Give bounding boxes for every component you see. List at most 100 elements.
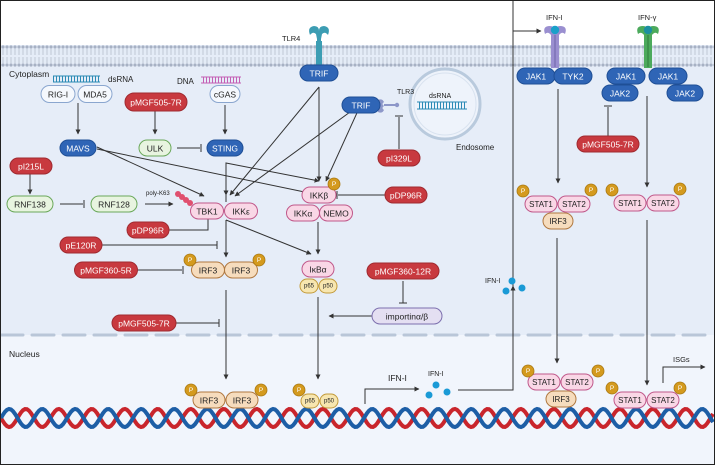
phospho-label: P — [188, 257, 192, 264]
nucleus-region — [1, 335, 714, 464]
jak1-ifngr-b-node-label: JAK1 — [658, 72, 679, 82]
cytosolic-dsrna: dsRNA — [53, 75, 134, 84]
stat1-b-node: STAT1 — [613, 194, 647, 212]
cytosolic-dna: DNA — [177, 76, 241, 86]
nemo-node-label: NEMO — [323, 209, 349, 219]
pdp96r-tbk1-node-shape — [126, 221, 170, 239]
stat2-b-node-label: STAT2 — [651, 199, 675, 208]
rig-i-node-shape — [40, 85, 76, 103]
nuc-irf3-a-node-label: IRF3 — [200, 396, 219, 406]
mda5-node: MDA5 — [77, 85, 113, 103]
importin-node-label: importinα/β — [386, 312, 429, 322]
pe120r-node-label: pE120R — [66, 241, 97, 251]
jak1-ifngr-b-node: JAK1 — [648, 67, 688, 85]
tyk2-node-shape — [553, 67, 593, 85]
dna-double-helix — [1, 406, 714, 430]
tbk1-node-shape — [190, 202, 224, 220]
phospho-label: P — [526, 368, 530, 375]
dna-strand-blue — [1, 406, 714, 430]
phospho-label: P — [259, 387, 263, 394]
phospho-label: P — [596, 368, 600, 375]
irf3-stat-node: IRF3 — [542, 212, 574, 230]
jak1-ifngr-a-node-shape — [606, 67, 646, 85]
stat2-a-node-label: STAT2 — [562, 200, 586, 209]
isgs-label: ISGs — [673, 355, 690, 364]
phospho-label: P — [189, 387, 193, 394]
ifn-gamma-ligand — [643, 25, 653, 35]
ifn-gamma-label: IFN-γ — [638, 13, 657, 22]
pdp96r-ikkb-node-label: pDP96R — [390, 191, 422, 201]
ifn-i-secreted-label: IFN-I — [485, 278, 501, 285]
pdp96r-ikkb-node: pDP96R — [384, 186, 428, 204]
nuc-irf3-b-node-shape — [225, 391, 259, 409]
jak2-b-node-label: JAK2 — [675, 89, 696, 99]
stat1-a-node-label: STAT1 — [529, 200, 553, 209]
cytoplasm-label: Cytoplasm — [9, 69, 49, 79]
phospho-ikkb-icon: P — [327, 177, 341, 191]
trif-tlr3-node-label: TRIF — [352, 101, 371, 111]
rnf138-node-shape — [6, 195, 54, 213]
ikkb-node-shape — [301, 186, 337, 204]
p50-node-shape — [318, 278, 338, 294]
phospho-label: P — [297, 387, 301, 394]
nuc-stat1-a-node: STAT1 — [527, 373, 561, 391]
phospho-stat2-a-icon: P — [584, 183, 598, 197]
pmgf505-7r-irf3-node: pMGF505-7R — [111, 314, 177, 332]
phospho-nuc-irf3-b-icon: P — [254, 383, 268, 397]
mda5-node-shape — [77, 85, 113, 103]
stat2-b-node-shape — [646, 194, 680, 212]
nuc-irf3-b-node: IRF3 — [225, 391, 259, 409]
nuc-stat1-b-node-label: STAT1 — [618, 396, 642, 405]
cgas-node-shape — [209, 85, 241, 103]
jak1-ifngr-a-node: JAK1 — [606, 67, 646, 85]
pmgf505-7r-jak-node-shape — [576, 135, 640, 153]
nuc-stat1-b-node: STAT1 — [613, 391, 647, 409]
pdp96r-tbk1-node: pDP96R — [126, 221, 170, 239]
nuc-p65-node: p65 — [300, 393, 320, 409]
dsrna-label: dsRNA — [108, 75, 134, 84]
phospho-nuc-stat2-a-icon: P — [591, 364, 605, 378]
ifn-i-secreted: IFN-I — [485, 277, 526, 295]
nuc-stat2-b-node: STAT2 — [646, 391, 680, 409]
p65-node: p65 — [299, 278, 319, 294]
ikba-node-label: IκBα — [309, 265, 326, 275]
endosome-dsrna-label: dsRNA — [429, 93, 452, 100]
jak1-ifnar-node-label: JAK1 — [526, 72, 547, 82]
phospho-nuc-stat1-a-icon: P — [521, 364, 535, 378]
phospho-label: P — [589, 187, 593, 194]
nuc-irf3-stat-node-shape — [545, 390, 577, 408]
phospho-stat1-b-icon: P — [605, 183, 619, 197]
endosome-label: Endosome — [456, 143, 495, 152]
ikka-node: IKKα — [286, 204, 320, 222]
ulk-node: ULK — [138, 139, 172, 157]
nuc-stat1-a-node-label: STAT1 — [532, 378, 556, 387]
phospho-label: P — [678, 385, 682, 392]
jak1-ifngr-a-node-label: JAK1 — [616, 72, 637, 82]
sting-node-label: STING — [212, 144, 238, 154]
pdp96r-ikkb-node-shape — [384, 186, 428, 204]
jak1-ifnar-node: JAK1 — [516, 67, 556, 85]
nuc-p50-node-label: p50 — [324, 399, 335, 405]
endosome-dsrna — [417, 102, 467, 109]
nuc-irf3-stat-node-label: IRF3 — [552, 395, 570, 404]
rnf128-node: RNF128 — [90, 195, 138, 213]
p65-node-label: p65 — [304, 284, 315, 290]
stat2-a-node: STAT2 — [557, 195, 591, 213]
nemo-node-shape — [319, 204, 353, 222]
nuc-p50-node-shape — [319, 393, 339, 409]
irf3-a-node: IRF3 — [191, 261, 225, 279]
tlr4-receptor: TLR4 — [282, 26, 329, 67]
pmgf360-5r-node-shape — [74, 261, 138, 279]
irf3-a-node-label: IRF3 — [199, 266, 218, 276]
phospho-label: P — [521, 188, 525, 195]
nuc-irf3-stat-node: IRF3 — [545, 390, 577, 408]
poly-k63-label: poly-K63 — [146, 191, 170, 197]
trif-tlr3-node-shape — [341, 96, 381, 114]
jak2-b-node: JAK2 — [666, 84, 704, 102]
dna-label: DNA — [177, 77, 195, 86]
cgas-node: cGAS — [209, 85, 241, 103]
nuc-stat2-a-node: STAT2 — [560, 373, 594, 391]
irf3-stat-node-label: IRF3 — [549, 217, 567, 226]
pmgf360-12r-node: pMGF360-12R — [366, 262, 440, 280]
phospho-nuc-stat2-b-icon: P — [673, 381, 687, 395]
